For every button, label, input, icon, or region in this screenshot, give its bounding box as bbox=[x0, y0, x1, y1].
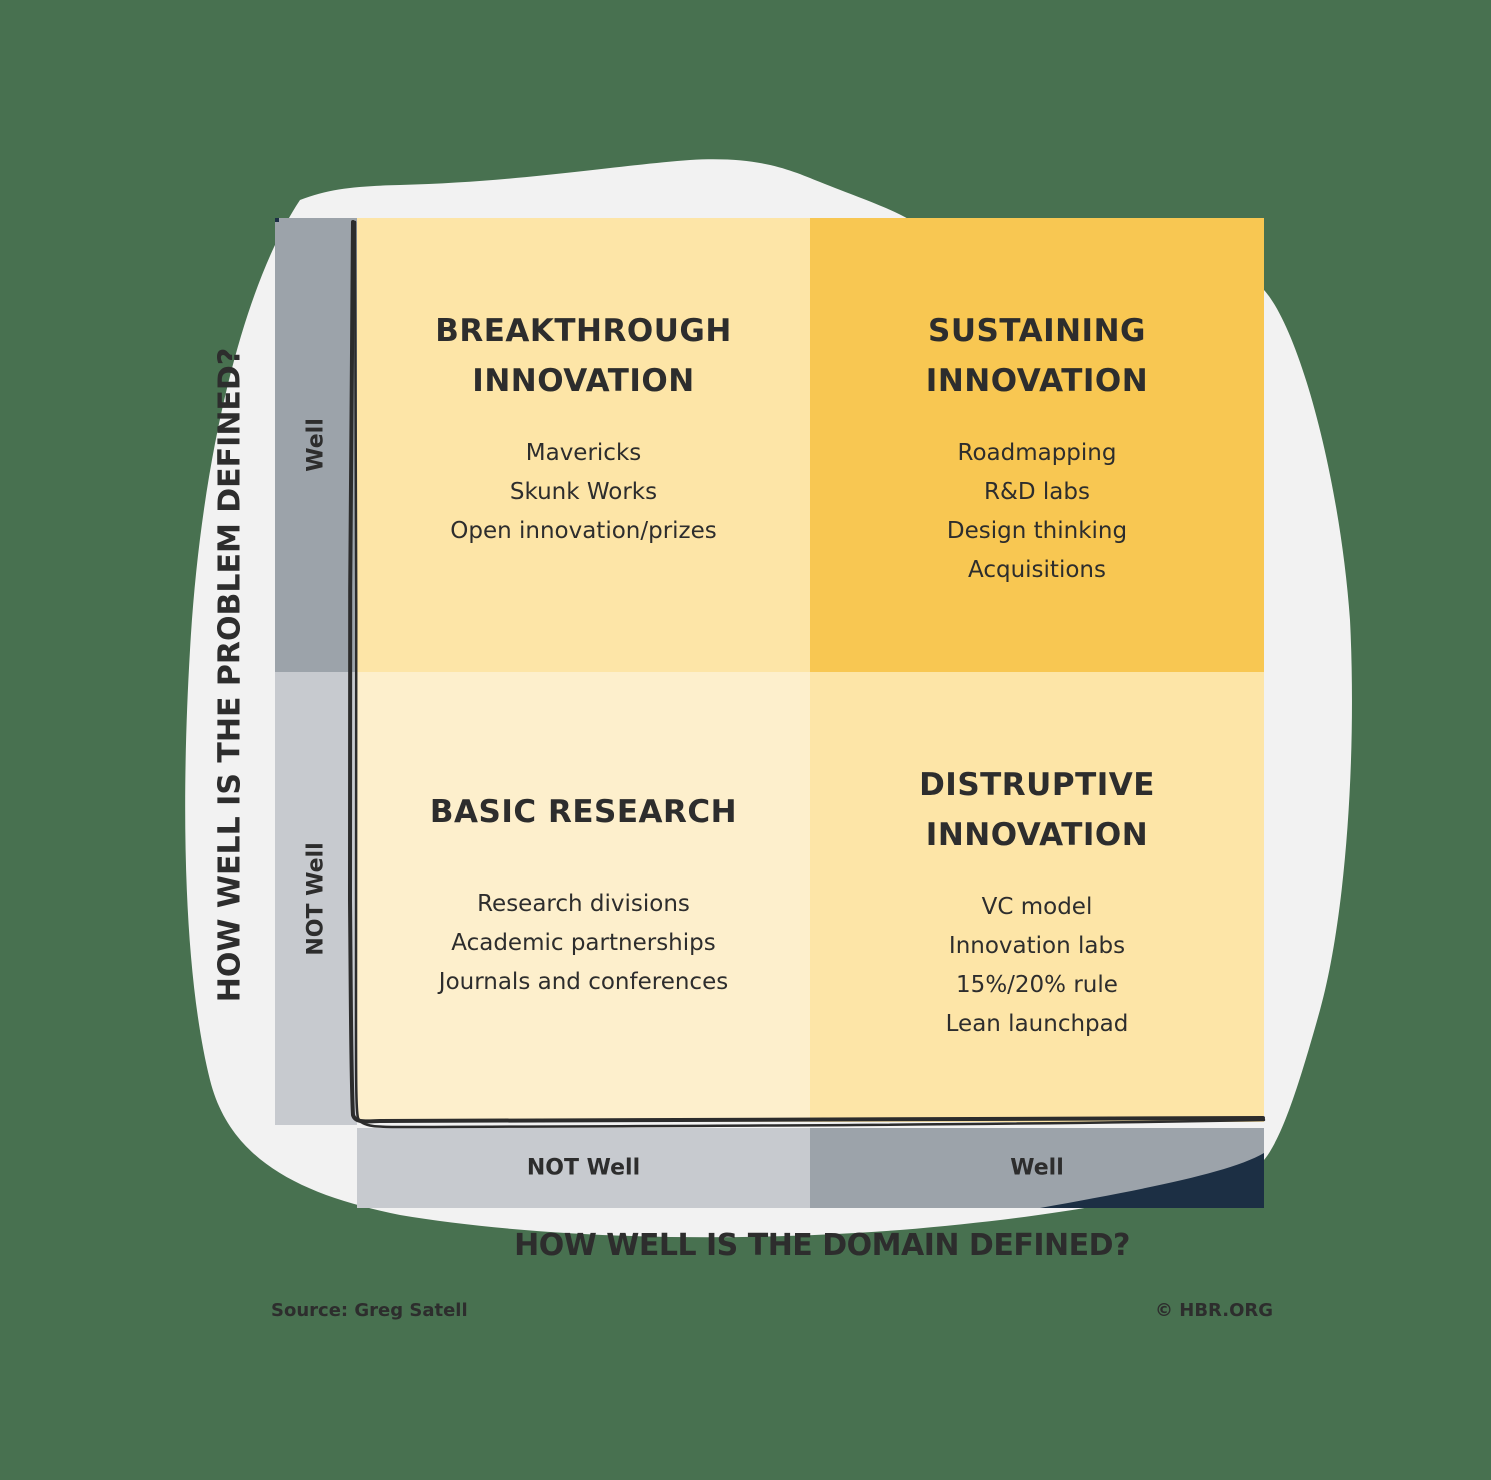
quadrant-item: Design thinking bbox=[946, 518, 1128, 544]
quadrant-item: Mavericks bbox=[525, 440, 642, 466]
quadrant-title: BASIC RESEARCH bbox=[429, 794, 738, 830]
y-level-not-well-label: NOT Well bbox=[303, 841, 329, 956]
quadrant-item: VC model bbox=[981, 894, 1093, 920]
quadrant-item: Open innovation/prizes bbox=[450, 518, 717, 544]
x-level-well-label: Well bbox=[1010, 1155, 1064, 1181]
quadrant-item: Skunk Works bbox=[509, 479, 658, 505]
x-level-not-well-bar: NOT Well bbox=[357, 1128, 810, 1208]
quadrant-item: Research divisions bbox=[477, 891, 690, 917]
y-level-well-bar: Well bbox=[275, 218, 357, 672]
quadrant-title: SUSTAINING INNOVATION bbox=[925, 313, 1149, 399]
quadrant-item: Roadmapping bbox=[957, 440, 1117, 466]
quadrant-disruptive-innovation: DISTRUPTIVE INNOVATION VC model Innovati… bbox=[810, 672, 1264, 1122]
quadrant-item-list: VC model Innovation labs 15%/20% rule Le… bbox=[810, 888, 1264, 1044]
copyright-notice: © HBR.ORG bbox=[1155, 1300, 1274, 1321]
quadrant-item-list: Roadmapping R&D labs Design thinking Acq… bbox=[810, 434, 1264, 590]
quadrant-basic-research: BASIC RESEARCH Research divisions Academ… bbox=[357, 672, 810, 1122]
quadrant-item-list: Mavericks Skunk Works Open innovation/pr… bbox=[357, 434, 810, 551]
quadrant-title: BREAKTHROUGH INNOVATION bbox=[435, 313, 732, 399]
corner-mark bbox=[275, 218, 279, 222]
quadrant-title: DISTRUPTIVE INNOVATION bbox=[919, 767, 1155, 853]
quadrant-item: Academic partnerships bbox=[451, 930, 716, 956]
quadrant-item: Acquisitions bbox=[968, 557, 1106, 583]
x-level-not-well-label: NOT Well bbox=[526, 1155, 641, 1181]
x-axis-title: HOW WELL IS THE DOMAIN DEFINED? bbox=[514, 1228, 1130, 1263]
quadrant-item: Innovation labs bbox=[948, 933, 1126, 959]
source-credit: Source: Greg Satell bbox=[271, 1300, 468, 1321]
quadrant-item: Lean launchpad bbox=[945, 1011, 1129, 1037]
y-level-well-label: Well bbox=[303, 418, 329, 472]
y-level-not-well-bar: NOT Well bbox=[275, 672, 357, 1125]
y-axis-title: HOW WELL IS THE PROBLEM DEFINED? bbox=[212, 347, 248, 1003]
quadrant-item-list: Research divisions Academic partnerships… bbox=[357, 885, 810, 1002]
quadrant-item: R&D labs bbox=[983, 479, 1090, 505]
quadrant-breakthrough-innovation: BREAKTHROUGH INNOVATION Mavericks Skunk … bbox=[357, 218, 810, 672]
x-level-well-bar: Well bbox=[810, 1128, 1264, 1208]
quadrant-item: 15%/20% rule bbox=[956, 972, 1118, 998]
quadrant-item: Journals and conferences bbox=[438, 969, 729, 995]
navy-corner-shape bbox=[1040, 1153, 1264, 1208]
quadrant-sustaining-innovation: SUSTAINING INNOVATION Roadmapping R&D la… bbox=[810, 218, 1264, 672]
